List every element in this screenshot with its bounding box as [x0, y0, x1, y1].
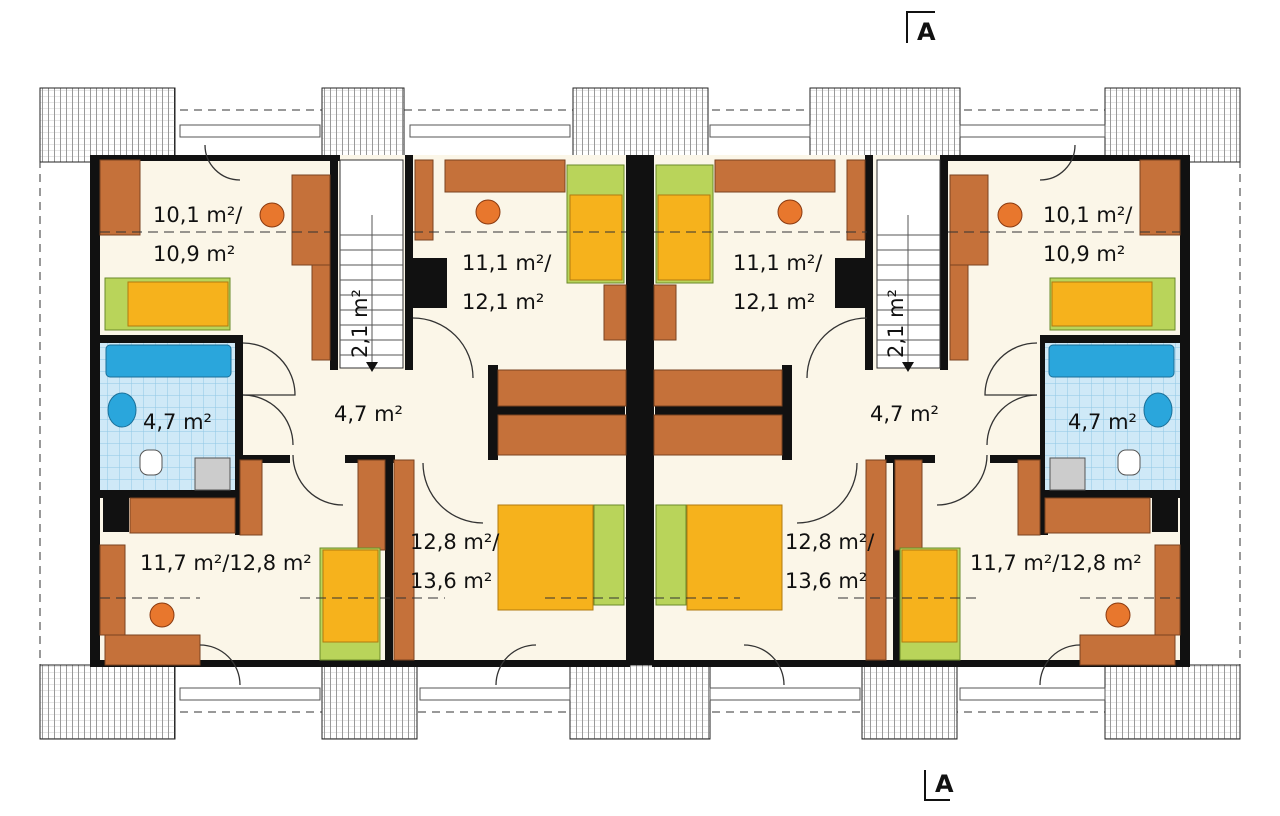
- area-line1: 12,8 m²/: [785, 530, 875, 554]
- area-line2: 12,1 m²: [733, 290, 816, 314]
- room-label-bedroom-sw: 11,7 m²/12,8 m²: [140, 551, 312, 575]
- room-label-bedroom-nw: 10,1 m²/ 10,9 m²: [153, 205, 242, 265]
- area-line1: 11,1 m²/: [733, 251, 823, 275]
- area-line2: 13,6 m²: [410, 569, 493, 593]
- bathrooms: [100, 343, 1180, 491]
- room-label-bathroom-right: 4,7 m²: [1068, 410, 1137, 434]
- chairs: [149, 199, 1131, 628]
- chimneys: [103, 258, 1178, 532]
- stairs-label-right: 2,1 m²: [884, 289, 908, 358]
- roof-hatch-bottom: [39, 664, 1241, 740]
- room-label-bedroom-s-right: 12,8 m²/ 13,6 m²: [785, 532, 874, 592]
- room-label-bedroom-n-right: 11,1 m²/ 12,1 m²: [733, 253, 822, 313]
- section-mark-bottom: A: [935, 770, 954, 798]
- room-label-bedroom-s-left: 12,8 m²/ 13,6 m²: [410, 532, 499, 592]
- area-line1: 10,1 m²/: [1043, 203, 1133, 227]
- room-label-bedroom-se: 11,7 m²/12,8 m²: [970, 551, 1142, 575]
- room-label-hall-right: 4,7 m²: [870, 402, 939, 426]
- area-line1: 12,8 m²/: [410, 530, 500, 554]
- stairs-label-left: 2,1 m²: [348, 289, 372, 358]
- room-label-bathroom-left: 4,7 m²: [143, 410, 212, 434]
- room-label-bedroom-ne: 10,1 m²/ 10,9 m²: [1043, 205, 1132, 265]
- beds: [104, 164, 1176, 661]
- room-label-hall-left: 4,7 m²: [334, 402, 403, 426]
- area-line1: 11,1 m²/: [462, 251, 552, 275]
- roof-outline: [39, 109, 1241, 713]
- area-line2: 10,9 m²: [1043, 242, 1126, 266]
- area-line2: 13,6 m²: [785, 569, 868, 593]
- area-line1: 10,1 m²/: [153, 203, 243, 227]
- area-line2: 12,1 m²: [462, 290, 545, 314]
- section-mark-top: A: [917, 18, 936, 46]
- room-label-bedroom-n-left: 11,1 m²/ 12,1 m²: [462, 253, 551, 313]
- area-line2: 10,9 m²: [153, 242, 236, 266]
